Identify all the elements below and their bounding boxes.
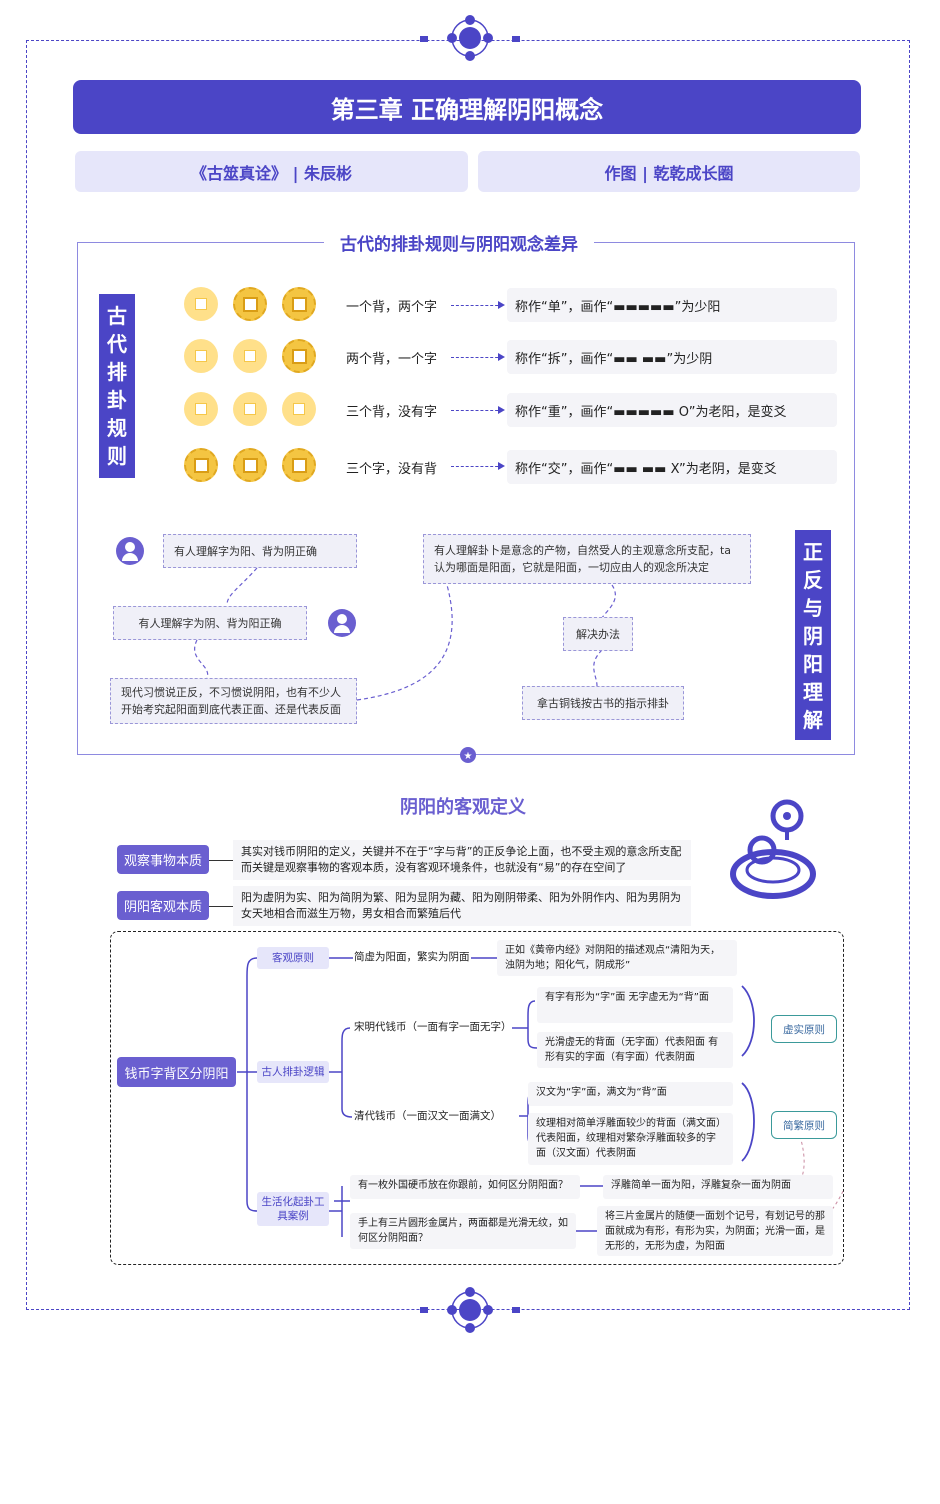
note-connectors [194, 567, 616, 701]
tree-root: 钱币字背区分阴阳 [117, 1057, 236, 1087]
rule-right-3: 称作“重”，画作“▬▬▬▬▬ O”为老阳，是变爻 [507, 393, 837, 427]
note-solution: 解决办法 [563, 617, 633, 651]
node-song-ming-coin: 宋明代钱币（一面有字一面无字） [354, 1021, 512, 1033]
tag-observe: 观察事物本质 [117, 845, 209, 874]
page-title: 第三章 正确理解阴阳概念 [73, 80, 861, 134]
note-ancient-coin: 拿古铜钱按古书的指示排卦 [522, 686, 684, 720]
coin-char-icon [233, 448, 267, 482]
svg-text:★: ★ [464, 751, 473, 762]
top-ornament-icon [420, 15, 520, 61]
arrow-icon [451, 301, 505, 309]
coin-back-icon [184, 339, 218, 373]
branch-objective-principle: 客观原则 [257, 947, 329, 969]
principle-simple-complex: 简繁原则 [771, 1111, 837, 1139]
rule-left-4: 三个字，没有背 [346, 462, 438, 477]
right-vertical-label: 正反与阴阳理解 [795, 530, 831, 740]
coin-tree-container [110, 931, 844, 1265]
section1-title: 古代的排卦规则与阴阳观念差异 [324, 230, 594, 255]
note-char-yin: 有人理解字为阴、背为阳正确 [113, 606, 307, 640]
note-char-yang: 有人理解字为阳、背为阴正确 [163, 534, 357, 568]
source-label: 《古筮真诠》 | 朱辰彬 [75, 151, 468, 192]
rule-left-2: 两个背，一个字 [346, 352, 438, 367]
rule-left-1: 一个背，两个字 [346, 300, 438, 315]
case-metal-pieces: 手上有三片圆形金属片，两面都是光滑无纹，如何区分阴阳面？ [350, 1213, 576, 1249]
arrow-icon [451, 462, 505, 470]
tag-connector [209, 906, 233, 907]
node-simple-yang: 简虚为阳面，繁实为阴面 [354, 951, 470, 963]
leaf-huangdi: 正如《黄帝内经》对阴阳的描述观点“清阳为天，浊阴为地；阳化气，阴成形” [497, 940, 737, 976]
coin-char-icon [282, 448, 316, 482]
star-badge-icon: ★ [460, 747, 476, 763]
coin-char-icon [184, 448, 218, 482]
bottom-ornament-icon [420, 1287, 520, 1333]
rule-right-4: 称作“交”，画作“▬▬ ▬▬ X”为老阴，是变爻 [507, 450, 837, 484]
note-subjective: 有人理解卦卜是意念的产物，自然受人的主观意念所支配，ta认为哪面是阳面，它就是阳… [423, 534, 751, 584]
coin-back-icon [233, 392, 267, 426]
case-metal-pieces-answer: 将三片金属片的随便一面划个记号，有划记号的那面就成为有形，有形为实，为阴面；光滑… [597, 1206, 833, 1256]
coin-char-icon [282, 287, 316, 321]
rule-right-1: 称作“单”，画作“▬▬▬▬▬”为少阳 [507, 288, 837, 322]
principle-void-solid: 虚实原则 [771, 1015, 837, 1043]
case-foreign-coin-answer: 浮雕简单一面为阳，浮雕复杂一面为阴面 [603, 1175, 833, 1199]
tag-connector [209, 860, 233, 861]
rule-left-3: 三个背，没有字 [346, 405, 438, 420]
coin-back-icon [233, 339, 267, 373]
leaf-qing-1: 汉文为“字”面，满文为“背”面 [528, 1082, 733, 1106]
branch-ancient-logic: 古人排卦逻辑 [257, 1061, 329, 1083]
coin-back-icon [184, 287, 218, 321]
user-avatar-icon [116, 537, 144, 565]
leaf-song-2: 光滑虚无的背面（无字面）代表阳面 有形有实的字面（有字面）代表阴面 [537, 1032, 733, 1068]
tag-objective: 阴阳客观本质 [117, 891, 209, 920]
note-modern-habit: 现代习惯说正反，不习惯说阴阳，也有不少人开始考究起阳面到底代表正面、还是代表反面 [110, 678, 357, 724]
leaf-qing-2: 纹理相对简单浮雕面较少的背面（满文面）代表阳面，纹理相对繁杂浮雕面较多的字面（汉… [528, 1113, 733, 1165]
coin-char-icon [233, 287, 267, 321]
coin-back-icon [184, 392, 218, 426]
section2-title: 阴阳的客观定义 [400, 797, 526, 818]
desc-observe: 其实对钱币阴阳的定义，关键并不在于“字与背”的正反争论上面，也不受主观的意念所支… [233, 840, 691, 880]
user-avatar-icon [328, 609, 356, 637]
credit-label: 作图 | 乾乾成长圈 [478, 151, 860, 192]
arrow-icon [451, 353, 505, 361]
left-vertical-label: 古代排卦规则 [99, 294, 135, 478]
case-foreign-coin: 有一枚外国硬币放在你跟前，如何区分阴阳面？ [350, 1175, 580, 1199]
lamp-illustration-icon [730, 799, 816, 899]
desc-objective: 阳为虚阴为实、阳为简阴为繁、阳为显阴为藏、阳为刚阴带柔、阳为外阴作内、阳为男阴为… [233, 886, 691, 926]
coin-char-icon [282, 339, 316, 373]
coin-back-icon [282, 392, 316, 426]
leaf-song-1: 有字有形为“字”面 无字虚无为“背”面 [537, 987, 733, 1023]
rule-right-2: 称作“拆”，画作“▬▬ ▬▬”为少阴 [507, 340, 837, 374]
arrow-icon [451, 406, 505, 414]
node-qing-coin: 清代钱币（一面汉文一面满文） [354, 1110, 501, 1122]
branch-life-cases: 生活化起卦工具案例 [257, 1192, 329, 1226]
